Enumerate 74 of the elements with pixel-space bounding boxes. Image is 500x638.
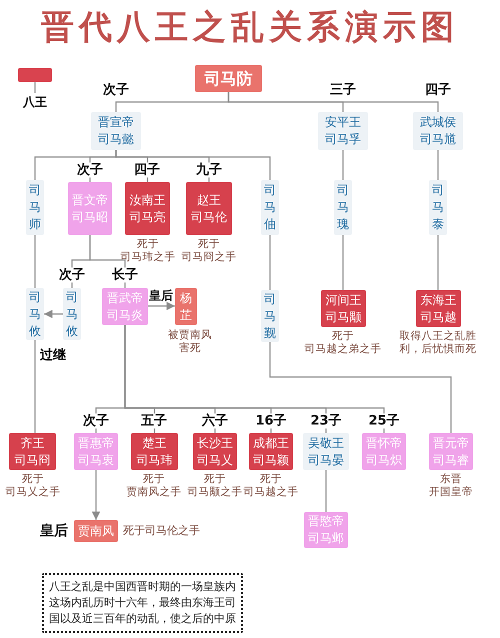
person-box: 司马伷 — [261, 180, 279, 235]
fate-note: 死于司马玮之手 — [120, 238, 176, 264]
emperor-box: 晋文帝司马昭 — [68, 182, 112, 235]
emperor-box: 晋愍帝司马邺 — [304, 512, 348, 548]
king-box: 汝南王司马亮 — [125, 182, 170, 235]
person-box: 司马泰 — [429, 180, 447, 235]
arrow — [148, 302, 175, 310]
fate-note: 死于司马颙之手 — [188, 473, 242, 499]
person-box: 司马攸 — [26, 288, 44, 340]
king-box: 东海王司马越 — [416, 290, 461, 327]
arrow — [92, 470, 100, 520]
edge-label: 次子 — [102, 82, 130, 98]
person-box: 司马攸 — [63, 288, 81, 340]
edge-label: 次子 — [58, 268, 86, 282]
relation-label: 皇后 — [40, 522, 68, 540]
emperor-box: 晋怀帝司马炽 — [362, 433, 406, 470]
person-box: 司马师 — [26, 180, 44, 235]
arrow — [44, 310, 63, 318]
edge-label: 25子 — [367, 414, 401, 428]
tree-line — [34, 235, 36, 288]
edge-label: 长子 — [111, 268, 139, 282]
person-box: 司马觐 — [261, 290, 279, 342]
tree-line — [34, 340, 36, 433]
fate-note: 被贾南风害死 — [168, 329, 212, 355]
person-box: 司马瑰 — [334, 180, 352, 235]
tree-line — [124, 325, 385, 433]
tree-line — [437, 150, 439, 180]
fate-note: 死于司马冏之手 — [182, 238, 236, 264]
edge-label: 次子 — [82, 414, 110, 428]
tree-line — [325, 470, 327, 512]
emperor-box: 晋元帝司马睿 — [429, 433, 473, 470]
note-box: 八王之乱是中国西晋时期的一场皇族内这场内乱历时十六年，最终由东海王司国以及近三百年的动乱，使之后的中原 — [42, 573, 243, 633]
edge-label: 四子 — [133, 162, 161, 178]
tree-line — [269, 342, 452, 433]
emperor-box: 晋武帝司马炎 — [102, 288, 148, 325]
king-box: 赵王司马伦 — [186, 182, 232, 235]
fate-note: 死于贾南风之手 — [126, 473, 182, 499]
edge-label: 次子 — [76, 162, 104, 178]
tree-line — [115, 150, 271, 180]
edge-label: 五子 — [140, 414, 168, 428]
fate-note: 死于司马乂之手 — [6, 473, 60, 499]
tree-line — [342, 235, 344, 290]
edge-label: 23子 — [309, 414, 343, 428]
edge-label: 六子 — [201, 414, 229, 428]
edge-label: 四子 — [424, 82, 452, 98]
ancestor-box: 司马防 — [195, 65, 262, 92]
tree-line — [269, 235, 271, 290]
person-box: 吴敬王司马晏 — [303, 433, 349, 470]
king-box: 成都王司马颖 — [249, 433, 293, 470]
edge-label: 三子 — [329, 82, 357, 98]
fate-note: 死于司马伦之手 — [123, 524, 200, 537]
empress-box: 杨芷 — [175, 288, 197, 325]
title: 晋代八王之乱关系演示图 — [40, 6, 460, 48]
person-box: 武城侯司马馗 — [413, 112, 463, 150]
king-box: 楚王司马玮 — [131, 433, 178, 470]
edge-label: 皇后 — [148, 288, 174, 304]
annotation-label: 过继 — [40, 347, 66, 364]
emperor-box: 晋惠帝司马衷 — [74, 433, 118, 470]
king-box: 长沙王司马乂 — [193, 433, 237, 470]
tree-line — [437, 235, 439, 290]
king-box: 齐王司马冏 — [9, 433, 56, 470]
legend-label: 八王 — [23, 94, 47, 111]
tree-line — [342, 150, 344, 180]
fate-note: 死于司马越之手 — [244, 473, 298, 499]
fate-note: 东晋开国皇帝 — [429, 473, 473, 499]
edge-label: 16子 — [254, 414, 288, 428]
king-box: 河间王司马颙 — [321, 290, 366, 327]
tree-line — [228, 92, 439, 112]
person-box: 晋宣帝司马懿 — [91, 112, 141, 150]
person-box: 安平王司马孚 — [318, 112, 368, 150]
edge-label: 九子 — [195, 162, 223, 178]
fate-note: 死于司马越之弟之手 — [304, 330, 382, 356]
fate-note: 取得八王之乱胜利，后忧惧而死 — [400, 330, 476, 356]
empress-box: 贾南风 — [74, 520, 118, 542]
